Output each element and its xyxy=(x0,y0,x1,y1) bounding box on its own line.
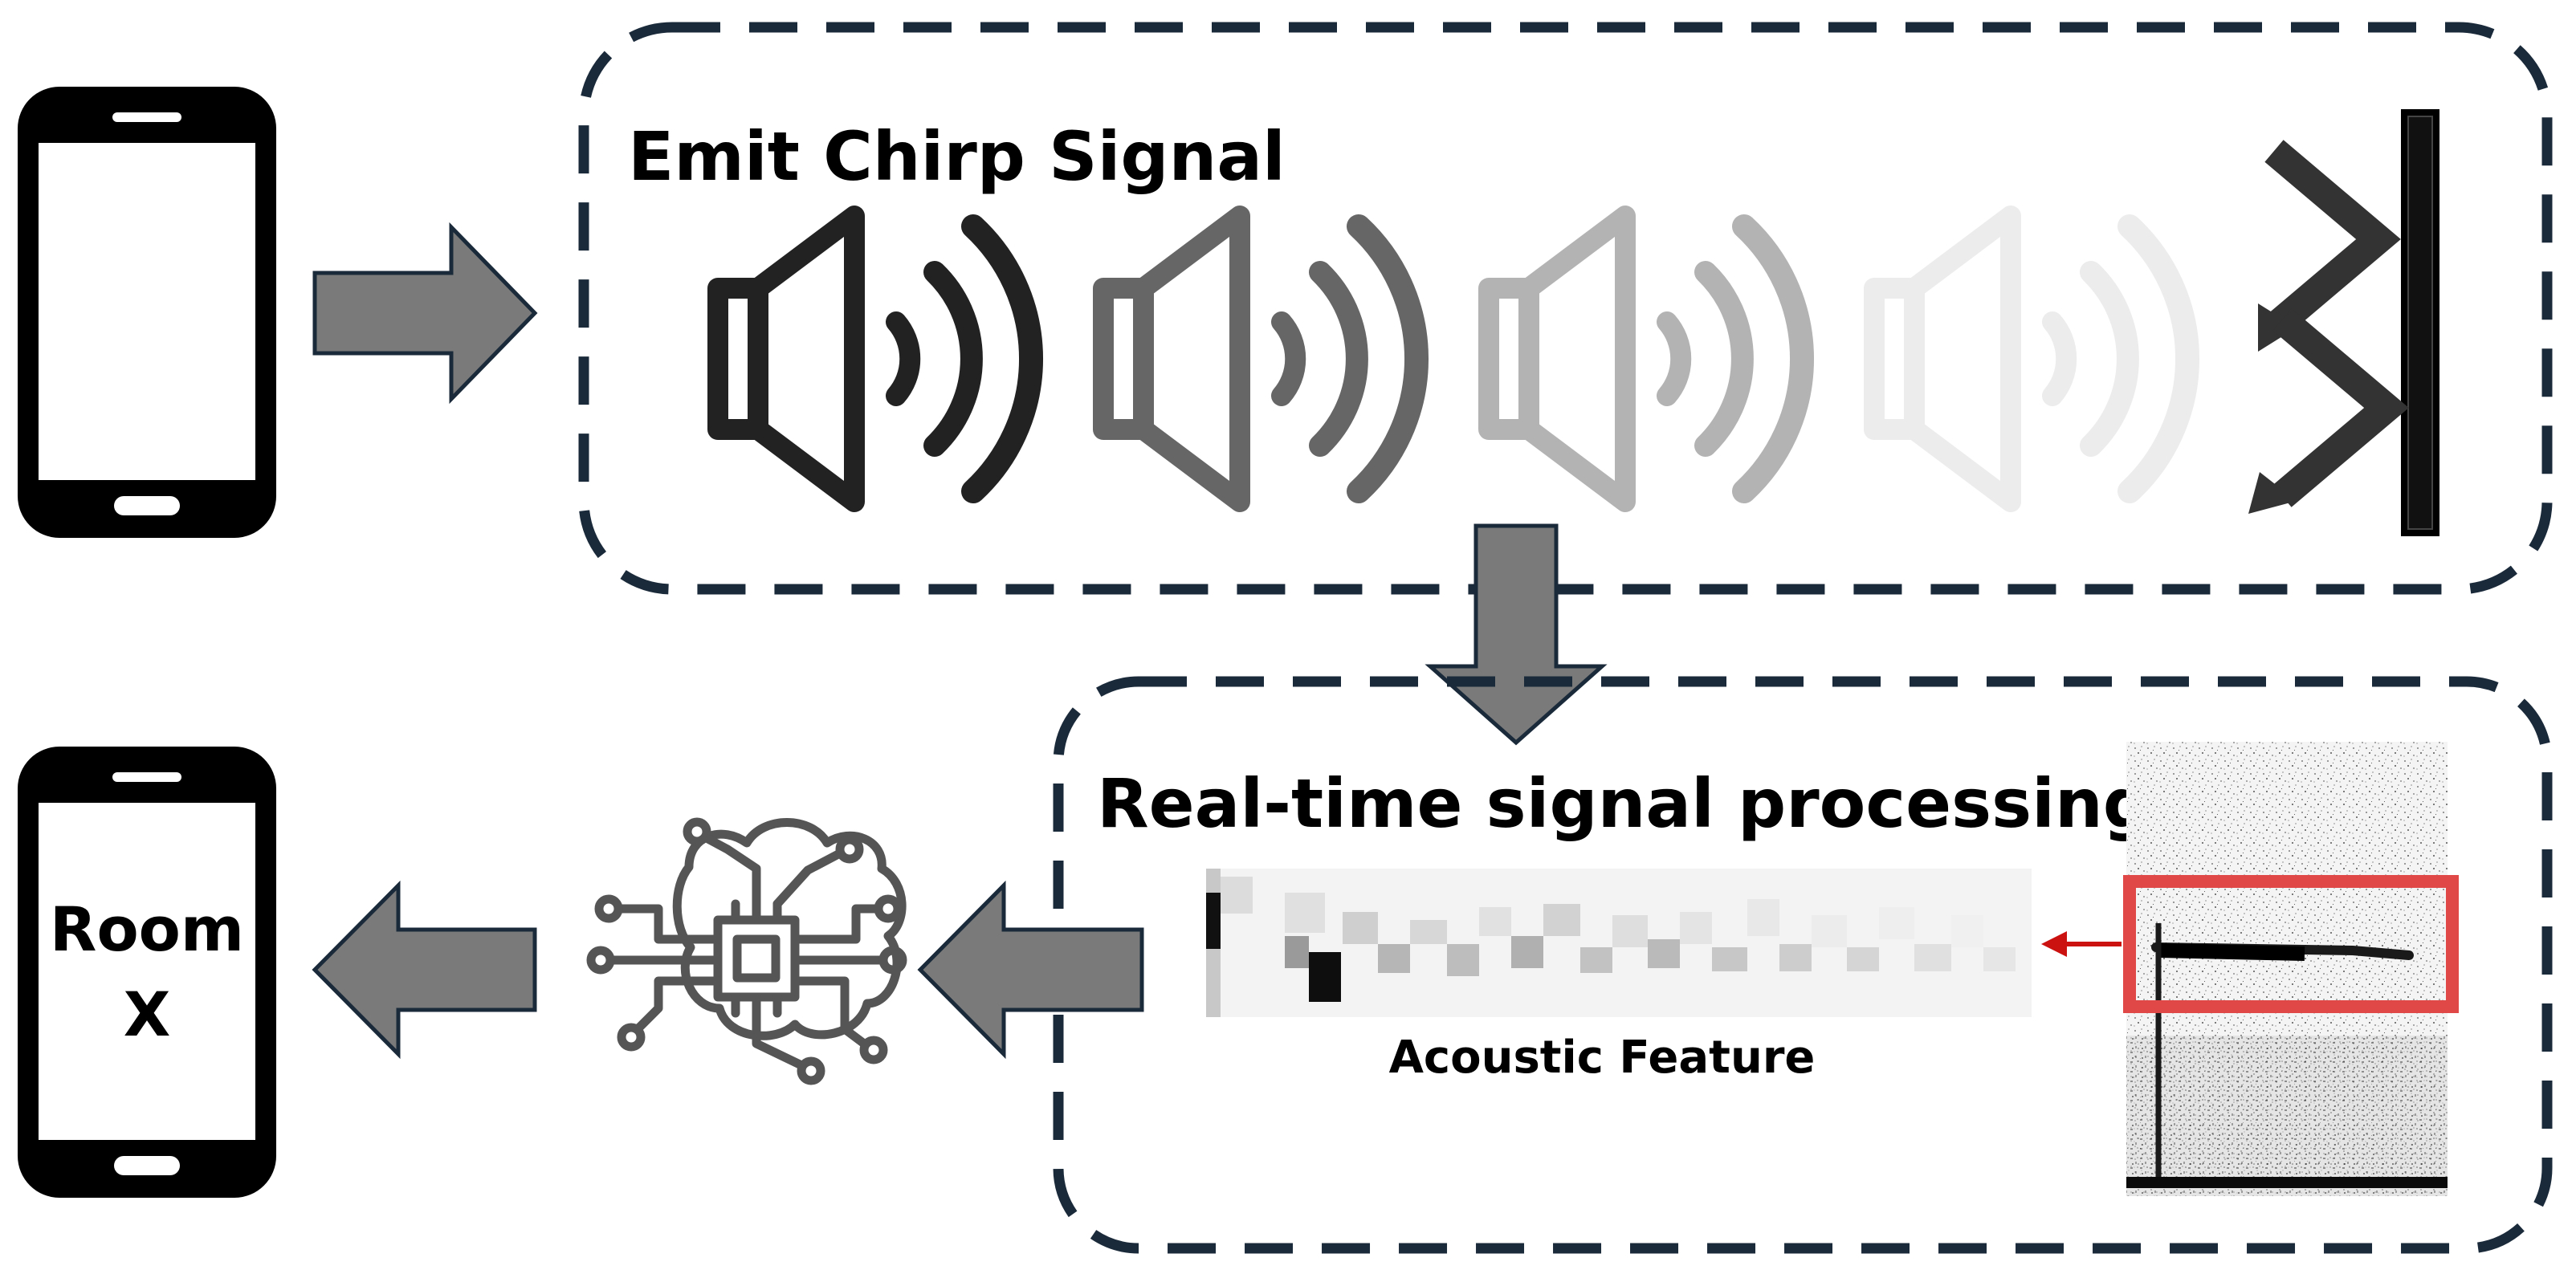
result-room-label: Room xyxy=(50,893,244,965)
speaker-wave-icon-2 xyxy=(1103,216,1416,502)
result-room-id: X xyxy=(124,979,171,1050)
arrow-left-icon xyxy=(917,880,1144,1060)
acoustic-feature-image xyxy=(1206,869,2032,1017)
emit-chirp-box xyxy=(578,22,2553,595)
processing-box-title: Real-time signal processing xyxy=(1097,764,2151,843)
result-smartphone-icon xyxy=(18,747,276,1198)
emit-box-title: Emit Chirp Signal xyxy=(628,117,1286,196)
extract-pointer-arrow xyxy=(2041,931,2122,957)
speaker-wave-icon-4 xyxy=(1874,216,2187,502)
wall-reflection-icon xyxy=(2248,109,2439,536)
speaker-wave-icon-3 xyxy=(1489,216,1802,502)
arrow-right-icon xyxy=(312,222,538,405)
ai-chip-brain-icon xyxy=(586,817,907,1085)
arrow-left-icon xyxy=(312,880,537,1060)
acoustic-feature-label: Acoustic Feature xyxy=(1389,1032,1816,1084)
source-smartphone-icon xyxy=(18,87,276,538)
arrow-down-icon xyxy=(1425,523,1608,746)
speaker-wave-icon-1 xyxy=(718,216,1031,502)
spectrogram-image xyxy=(2123,742,2459,1196)
